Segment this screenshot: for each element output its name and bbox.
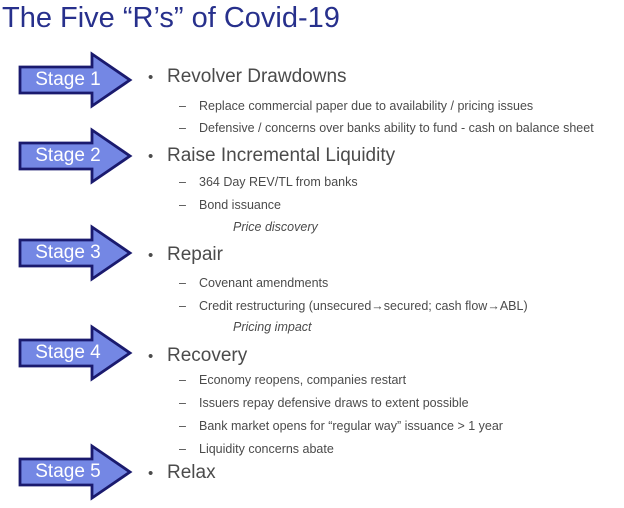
stage-4-bullet-text: Issuers repay defensive draws to extent … bbox=[199, 396, 469, 410]
stage-5-heading: • Relax bbox=[148, 462, 216, 485]
dash-icon: – bbox=[179, 121, 186, 135]
stage-1-label: Stage 1 bbox=[35, 69, 101, 90]
stage-3-bullet: – Credit restructuring (unsecured→secure… bbox=[179, 299, 528, 314]
stage-2-heading: • Raise Incremental Liquidity bbox=[148, 145, 395, 168]
right-arrow-icon bbox=[18, 224, 133, 282]
stage-3-bullet-text: Covenant amendments bbox=[199, 276, 329, 290]
stage-5-label: Stage 5 bbox=[35, 461, 101, 482]
dash-icon: – bbox=[179, 198, 186, 212]
stage-2-bullet: – 364 Day REV/TL from banks bbox=[179, 175, 358, 190]
dash-icon: – bbox=[179, 276, 186, 290]
stage-3-note: Pricing impact bbox=[233, 320, 312, 334]
stage-4-bullet: – Bank market opens for “regular way” is… bbox=[179, 419, 503, 434]
stage-4-heading: • Recovery bbox=[148, 345, 247, 368]
dash-icon: – bbox=[179, 419, 186, 433]
stage-1-heading-text: Revolver Drawdowns bbox=[167, 66, 347, 87]
stage-4-bullet-text: Liquidity concerns abate bbox=[199, 442, 334, 456]
stage-1-heading: • Revolver Drawdowns bbox=[148, 66, 347, 89]
right-arrow-icon bbox=[18, 324, 133, 382]
stage-4-bullet-text: Bank market opens for “regular way” issu… bbox=[199, 419, 503, 433]
stage-4-bullet-text: Economy reopens, companies restart bbox=[199, 373, 407, 387]
stage-2-bullet-text: 364 Day REV/TL from banks bbox=[199, 175, 358, 189]
stage-4-bullet: – Economy reopens, companies restart bbox=[179, 373, 406, 388]
bullet-icon: • bbox=[148, 69, 154, 86]
bullet-icon: • bbox=[148, 348, 154, 365]
stage-3-heading-text: Repair bbox=[167, 244, 223, 265]
stage-4-heading-text: Recovery bbox=[167, 345, 248, 366]
stage-3-bullet-text: Credit restructuring (unsecured→secured;… bbox=[199, 299, 528, 313]
right-arrow-icon bbox=[18, 443, 133, 501]
stage-1-bullet-text: Defensive / concerns over banks ability … bbox=[199, 121, 594, 135]
stage-1-bullet-text: Replace commercial paper due to availabi… bbox=[199, 99, 534, 113]
right-arrow-icon bbox=[18, 51, 133, 109]
stage-2-note: Price discovery bbox=[233, 220, 318, 234]
dash-icon: – bbox=[179, 299, 186, 313]
dash-icon: – bbox=[179, 99, 186, 113]
dash-icon: – bbox=[179, 396, 186, 410]
page-title: The Five “R’s” of Covid-19 bbox=[2, 2, 340, 34]
stage-5-arrow: Stage 5 bbox=[18, 443, 134, 501]
dash-icon: – bbox=[179, 175, 186, 189]
stage-2-label: Stage 2 bbox=[35, 145, 101, 166]
stage-4-bullet: – Liquidity concerns abate bbox=[179, 442, 334, 457]
stage-2-heading-text: Raise Incremental Liquidity bbox=[167, 145, 396, 166]
right-arrow-icon bbox=[18, 127, 133, 185]
stage-1-bullet: – Replace commercial paper due to availa… bbox=[179, 99, 533, 114]
bullet-icon: • bbox=[148, 465, 154, 482]
bullet-icon: • bbox=[148, 247, 154, 264]
stage-3-heading: • Repair bbox=[148, 244, 223, 267]
stage-3-label: Stage 3 bbox=[35, 242, 101, 263]
stage-3-bullet: – Covenant amendments bbox=[179, 276, 328, 291]
stage-1-arrow: Stage 1 bbox=[18, 51, 134, 109]
stage-1-bullet: – Defensive / concerns over banks abilit… bbox=[179, 121, 594, 136]
stage-4-arrow: Stage 4 bbox=[18, 324, 134, 382]
stage-2-bullet-text: Bond issuance bbox=[199, 198, 282, 212]
stage-2-arrow: Stage 2 bbox=[18, 127, 134, 185]
dash-icon: – bbox=[179, 373, 186, 387]
stage-3-arrow: Stage 3 bbox=[18, 224, 134, 282]
dash-icon: – bbox=[179, 442, 186, 456]
stage-2-bullet: – Bond issuance bbox=[179, 198, 281, 213]
stage-4-label: Stage 4 bbox=[35, 342, 101, 363]
stage-5-heading-text: Relax bbox=[167, 462, 216, 483]
bullet-icon: • bbox=[148, 148, 154, 165]
stage-4-bullet: – Issuers repay defensive draws to exten… bbox=[179, 396, 469, 411]
